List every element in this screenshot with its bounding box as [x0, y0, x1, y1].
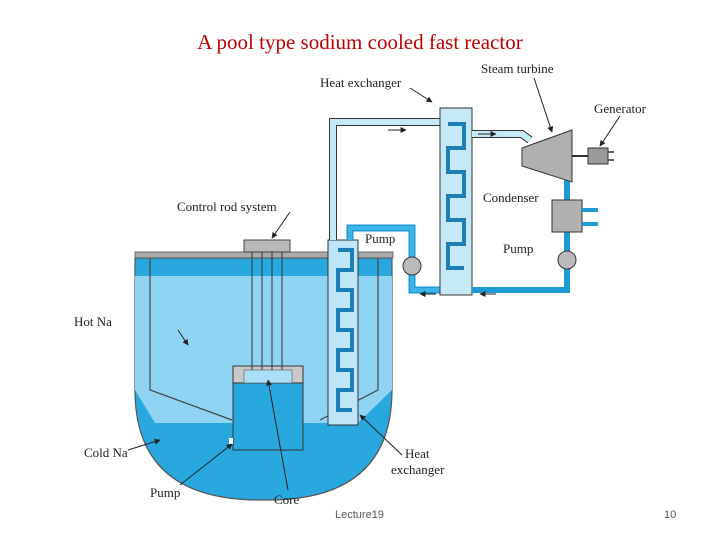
label-core: Core: [274, 492, 300, 507]
generator: [587, 147, 609, 165]
label-hot-na: Hot Na: [74, 314, 112, 329]
label-control-rod-system: Control rod system: [177, 199, 277, 214]
label-pump-secondary: Pump: [503, 241, 534, 256]
steam-generator: [439, 107, 473, 296]
label-heat-exchanger-bottom-1: Heat: [405, 446, 430, 461]
steam-turbine: [521, 129, 573, 183]
label-condenser: Condenser: [483, 190, 539, 205]
label-steam-turbine: Steam turbine: [481, 61, 554, 76]
pump-tertiary-circle: [557, 250, 577, 270]
pump-secondary-circle: [402, 256, 422, 276]
control-rod-system: [243, 239, 291, 253]
label-cold-na: Cold Na: [84, 445, 128, 460]
condenser: [551, 199, 583, 233]
control-rods: [251, 252, 283, 370]
page-number: 10: [664, 509, 677, 521]
label-pump-bottom: Pump: [150, 485, 181, 500]
label-heat-exchanger-bottom-2: exchanger: [391, 462, 445, 477]
slide-title: A pool type sodium cooled fast reactor: [197, 30, 523, 54]
label-pump-primary: Pump: [365, 231, 396, 246]
footer-lecture: Lecture19: [335, 509, 384, 521]
core: [232, 381, 304, 451]
primary-pump-marker: [229, 438, 233, 444]
inner-vessel-wall: [149, 258, 233, 421]
label-generator: Generator: [594, 101, 646, 116]
intermediate-loop: [329, 118, 470, 294]
label-heat-exchanger-top: Heat exchanger: [320, 75, 402, 90]
